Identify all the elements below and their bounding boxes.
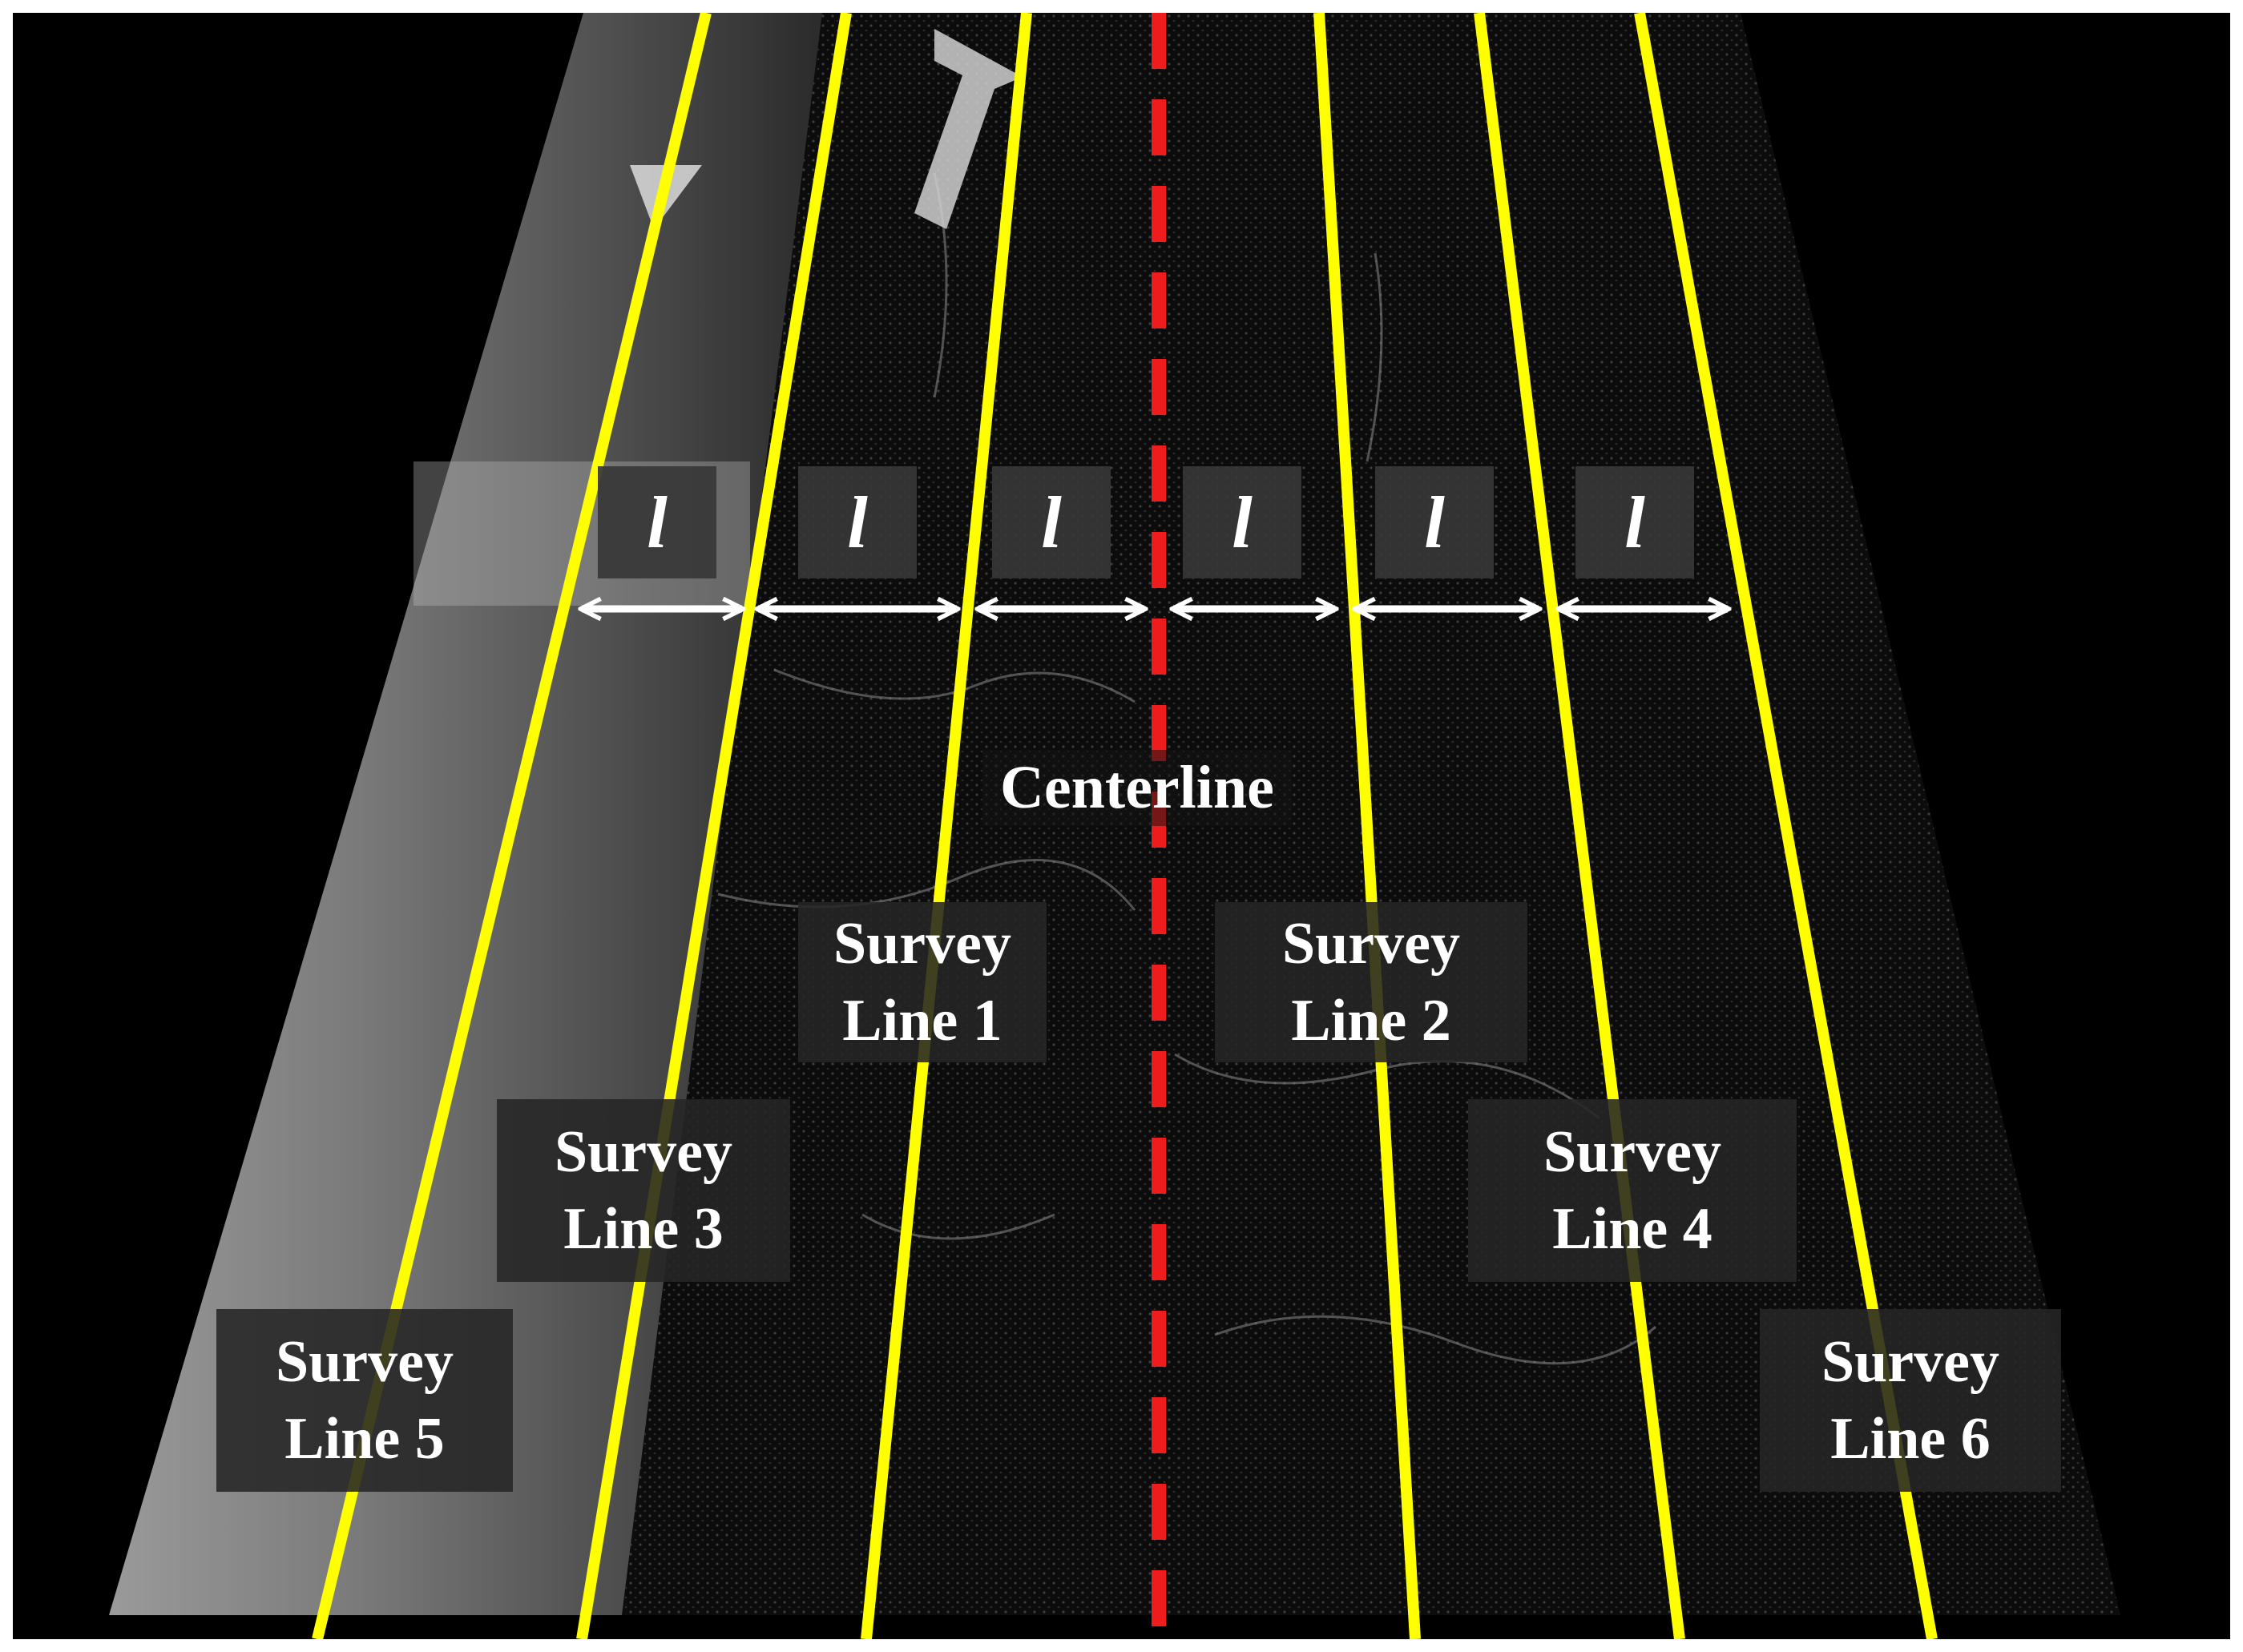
survey-line-4-label: Survey Line 4 bbox=[1468, 1099, 1797, 1282]
spacing-label-5: l bbox=[1375, 466, 1494, 578]
survey-line-4-word: Survey bbox=[1543, 1119, 1721, 1185]
point-cloud-figure: l l l l l l Centerline Survey Line 1 Sur… bbox=[13, 13, 2230, 1639]
centerline-label: Centerline bbox=[982, 750, 1292, 826]
survey-line-2-name: Line 2 bbox=[1291, 988, 1451, 1054]
survey-line-3-word: Survey bbox=[555, 1119, 732, 1185]
survey-line-4-name: Line 4 bbox=[1552, 1196, 1713, 1262]
survey-line-1 bbox=[861, 13, 1032, 1639]
spacing-label-3: l bbox=[992, 466, 1111, 578]
spacing-label-2: l bbox=[798, 466, 917, 578]
survey-line-2 bbox=[1313, 13, 1421, 1639]
survey-line-3-name: Line 3 bbox=[563, 1196, 724, 1262]
survey-line-3 bbox=[576, 13, 852, 1639]
survey-line-6-name: Line 6 bbox=[1830, 1406, 1991, 1472]
survey-line-1-label: Survey Line 1 bbox=[798, 902, 1047, 1062]
survey-line-4 bbox=[1474, 13, 1685, 1639]
pavement-arrow-right bbox=[914, 29, 1023, 229]
spacing-label-4: l bbox=[1183, 466, 1301, 578]
survey-line-1-word: Survey bbox=[833, 911, 1011, 977]
survey-line-5-name: Line 5 bbox=[284, 1406, 445, 1472]
spacing-label-6: l bbox=[1575, 466, 1694, 578]
spacing-label-1: l bbox=[598, 466, 716, 578]
survey-line-6-label: Survey Line 6 bbox=[1760, 1309, 2061, 1492]
survey-line-1-name: Line 1 bbox=[842, 988, 1002, 1054]
survey-line-2-label: Survey Line 2 bbox=[1215, 902, 1527, 1062]
survey-line-5-word: Survey bbox=[276, 1329, 454, 1395]
survey-line-5-label: Survey Line 5 bbox=[216, 1309, 513, 1492]
survey-line-2-word: Survey bbox=[1282, 911, 1460, 977]
survey-line-3-label: Survey Line 3 bbox=[497, 1099, 790, 1282]
survey-line-6-word: Survey bbox=[1821, 1329, 1999, 1395]
